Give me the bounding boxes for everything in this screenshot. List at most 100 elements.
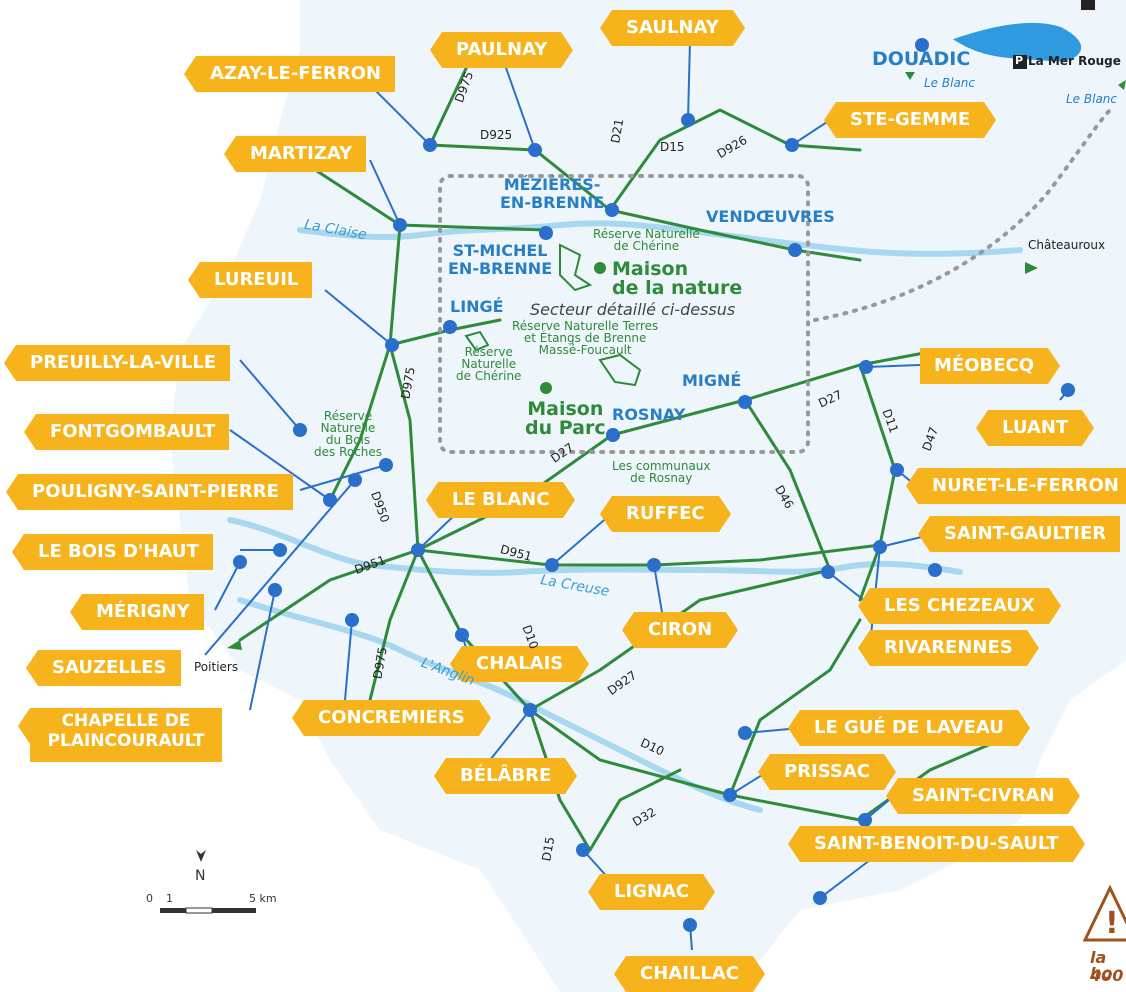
marker-merigny xyxy=(233,555,247,569)
leblanc-arrow-icon xyxy=(1118,80,1126,90)
town-tag[interactable]: PAULNAY xyxy=(429,32,574,68)
road-17 xyxy=(528,708,592,852)
road-21 xyxy=(368,548,420,702)
conn-azay xyxy=(369,84,431,146)
parking-icon-2 xyxy=(1013,55,1027,69)
marker-concremiers xyxy=(345,613,359,627)
town-tag[interactable]: LE BOIS D'HAUT xyxy=(12,534,213,570)
town-tag[interactable]: MARTIZAY xyxy=(223,136,367,172)
parking-letter: P xyxy=(1015,54,1024,67)
town-tag[interactable]: LUANT xyxy=(975,410,1095,446)
marker-ruffec xyxy=(545,558,559,572)
marker-mezieres xyxy=(605,203,619,217)
destination-label: Poitiers xyxy=(194,660,239,674)
town-tag[interactable]: LE BLANC xyxy=(425,482,576,518)
marker-luant xyxy=(1061,383,1075,397)
town-tag[interactable]: PREUILLY-LA-VILLE xyxy=(3,345,231,381)
douadic-arrow-icon xyxy=(905,72,915,80)
marker-meobecq xyxy=(859,360,873,374)
town-tag[interactable]: PRISSAC xyxy=(757,754,897,790)
road-label: D15 xyxy=(660,140,685,154)
town-tag[interactable]: STE-GEMME xyxy=(823,102,997,138)
communaux-label: Les communaux de Rosnay xyxy=(612,459,711,485)
town-tag[interactable]: CHALAIS xyxy=(449,646,590,682)
marker-martizay xyxy=(393,218,407,232)
marker-stegemme xyxy=(785,138,799,152)
sector-arrow xyxy=(813,108,1112,322)
town-tag[interactable]: BÉLÂBRE xyxy=(433,758,578,794)
road-14 xyxy=(238,548,420,642)
town-tag[interactable]: LE GUÉ DE LAVEAU xyxy=(788,710,1030,746)
town-tag[interactable]: SAUZELLES xyxy=(26,650,181,686)
marker-paulnay xyxy=(528,143,542,157)
town-tag[interactable]: FONTGOMBAULT xyxy=(23,414,230,450)
town-tag[interactable]: POULIGNY-SAINT-PIERRE xyxy=(6,474,293,510)
maison-nature-label: Maison de la nature xyxy=(612,258,743,299)
road-9 xyxy=(388,343,420,552)
town-tag[interactable]: SAINT-GAULTIER xyxy=(917,516,1121,552)
town-label-migne: MIGNÉ xyxy=(682,371,742,390)
maison-parc-label: Maison du Parc xyxy=(525,398,606,439)
town-tag[interactable]: SAINT-BENOIT-DU-SAULT xyxy=(788,826,1085,862)
town-tag[interactable]: CIRON xyxy=(621,612,739,648)
town-tag[interactable]: CHAPELLE DE PLAINCOURAULT xyxy=(18,708,222,762)
conn-pouligny xyxy=(299,464,387,491)
town-tag[interactable]: RUFFEC xyxy=(600,496,731,532)
town-tag[interactable]: CONCREMIERS xyxy=(292,700,491,736)
town-tag[interactable]: AZAY-LE-FERRON xyxy=(184,56,395,92)
reserve-shape-2 xyxy=(598,353,642,387)
marker-douadic xyxy=(915,38,929,52)
town-label-stmichel: ST-MICHEL EN-BRENNE xyxy=(448,241,553,278)
conn-preuilly xyxy=(239,359,301,431)
markers xyxy=(233,38,1075,932)
marker-chezeaux xyxy=(821,565,835,579)
town-tag[interactable]: LES CHEZEAUX xyxy=(858,588,1061,624)
town-tag[interactable]: LUREUIL xyxy=(187,262,313,298)
marker-boisdhaut xyxy=(273,543,287,557)
town-tag[interactable]: CHAILLAC xyxy=(614,956,765,992)
warning-text: 400 xyxy=(1090,966,1124,985)
chateauroux-arrow-icon xyxy=(1025,262,1038,274)
sector-box xyxy=(438,174,810,454)
town-label-vendoeuvres: VENDŒUVRES xyxy=(706,207,835,226)
town-tag[interactable]: SAINT-CIVRAN xyxy=(885,778,1081,814)
north-arrow-icon xyxy=(196,850,206,862)
conn-chapelle xyxy=(249,589,276,711)
warning-text: la bo xyxy=(1090,948,1113,983)
conn-fontgombault xyxy=(229,429,331,501)
marker-leblanc xyxy=(411,543,425,557)
parking-icon-1 xyxy=(1081,0,1095,10)
town-tag[interactable]: MÉRIGNY xyxy=(70,594,204,630)
north-label: N xyxy=(195,868,206,884)
marker-stmichel xyxy=(539,226,553,240)
road-11 xyxy=(743,398,832,572)
reserve-label: Réserve Naturelle de Chérine xyxy=(456,345,522,383)
town-label-rosnay: ROSNAY xyxy=(612,405,686,424)
warning-icon xyxy=(1082,884,1126,942)
town-tag[interactable]: LIGNAC xyxy=(587,874,716,910)
conn-paulnay xyxy=(504,64,536,151)
conn-concremiers xyxy=(344,619,353,701)
town-tag[interactable]: MÉOBECQ xyxy=(920,348,1061,384)
marker-rosnay xyxy=(606,428,620,442)
town-tag[interactable]: RIVARENNES xyxy=(858,630,1039,666)
town-tag[interactable]: SAULNAY xyxy=(600,10,745,46)
river-creuse xyxy=(227,517,963,576)
conn-merigny xyxy=(214,561,241,611)
marker-vendoeuvres xyxy=(788,243,802,257)
town-tag[interactable]: NURET-LE-FERRON xyxy=(906,468,1126,504)
poitiers-arrow-icon xyxy=(227,640,242,650)
reserve-shape-1 xyxy=(559,243,593,292)
road-3 xyxy=(608,108,862,212)
maison-nature-dot xyxy=(594,262,606,274)
conn-saulnay xyxy=(687,39,691,121)
marker-azay xyxy=(423,138,437,152)
road-12 xyxy=(858,363,897,602)
conn-martizay xyxy=(369,159,401,226)
marker-stcivran xyxy=(858,813,872,827)
sector-label: Secteur détaillé ci-dessus xyxy=(530,300,736,319)
road-20 xyxy=(588,768,682,852)
marker-fontgombault xyxy=(323,493,337,507)
marker-stgaultier xyxy=(873,540,887,554)
